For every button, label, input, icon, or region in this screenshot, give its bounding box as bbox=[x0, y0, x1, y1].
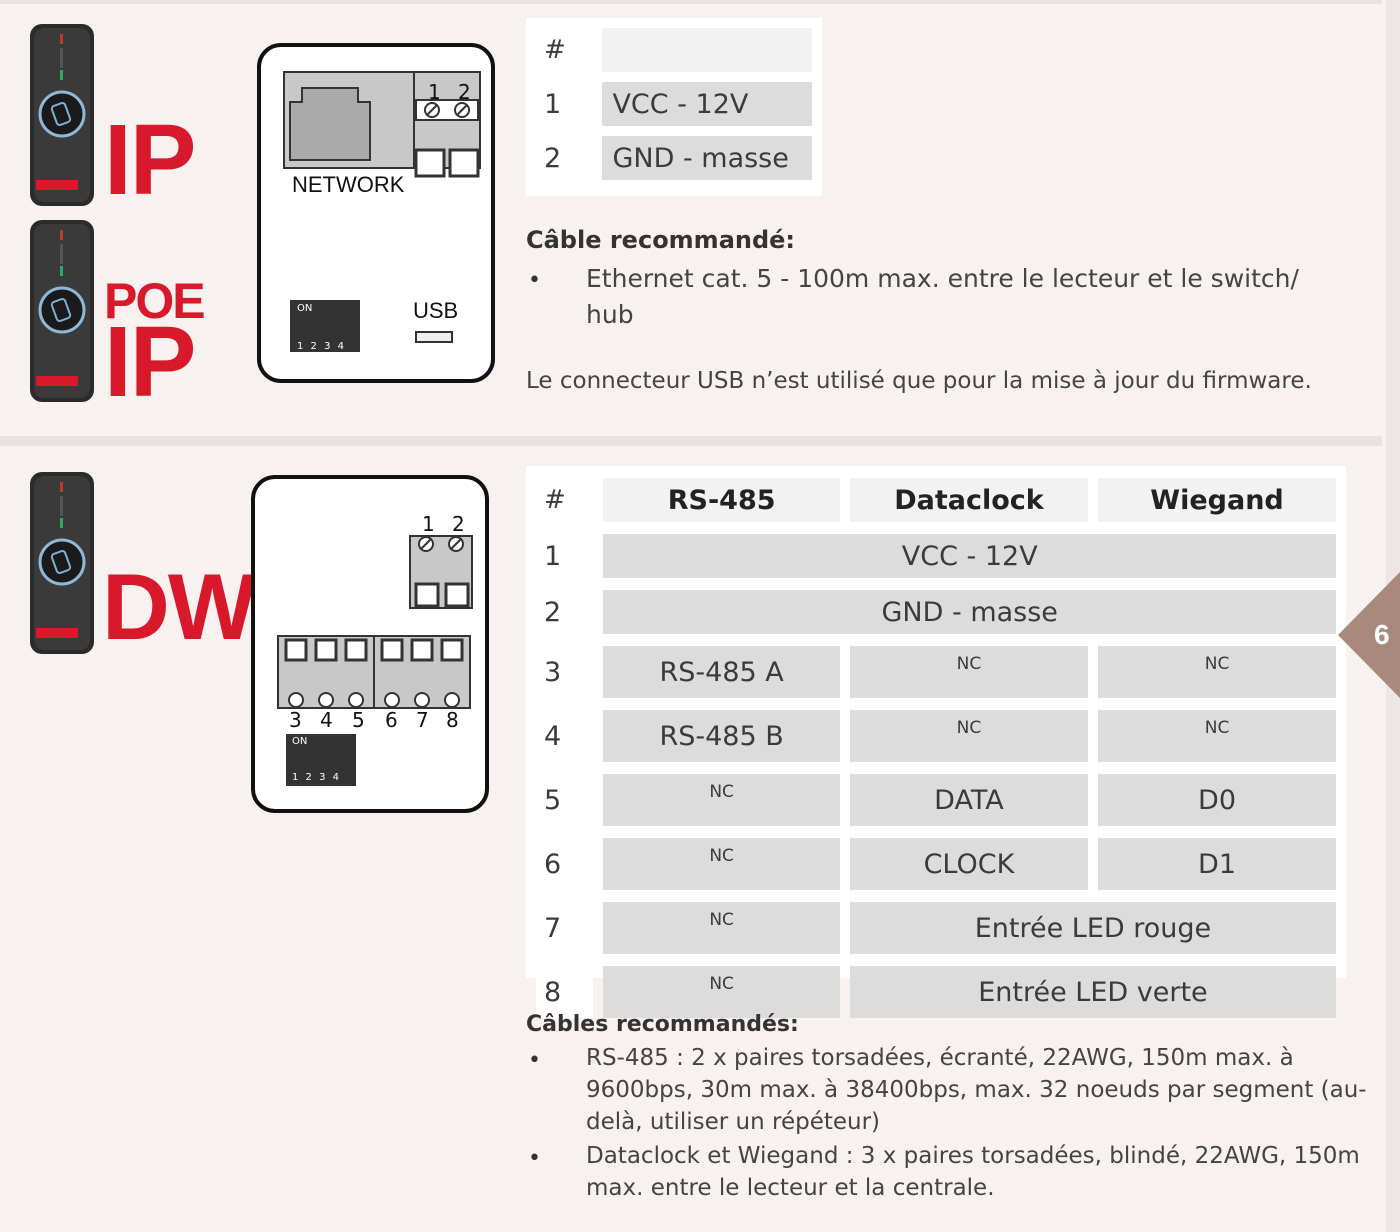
page-number-tab bbox=[1338, 572, 1400, 698]
bullet-icon: • bbox=[528, 1048, 541, 1073]
table-row: 5 NC DATA D0 bbox=[536, 774, 1336, 826]
cables-item-line: delà, utiliser un répéteur) bbox=[586, 1109, 881, 1135]
table-header-cell: Dataclock bbox=[849, 478, 1089, 522]
dw-wiring-diagram bbox=[251, 475, 489, 813]
pin-function: GND - masse bbox=[602, 136, 812, 180]
pin-function: NC bbox=[1098, 646, 1336, 698]
pin-function: NC bbox=[849, 646, 1089, 698]
table-row: 1 VCC - 12V bbox=[536, 534, 1336, 578]
network-label: NETWORK bbox=[292, 172, 405, 197]
dip-on-label: ON bbox=[292, 736, 308, 747]
cables-item-line: 9600bps, 30m max. à 38400bps, max. 32 no… bbox=[586, 1077, 1367, 1103]
table-header-cell: # bbox=[536, 28, 593, 72]
table-header-cell: Wiegand bbox=[1098, 478, 1336, 522]
pin-function: NC bbox=[603, 838, 840, 890]
pin-function: DATA bbox=[849, 774, 1089, 826]
table-row: 2 GND - masse bbox=[536, 590, 1336, 634]
usb-note: Le connecteur USB n’est utilisé que pour… bbox=[526, 368, 1312, 394]
pin-number: 2 bbox=[536, 136, 593, 180]
reader-device-icon bbox=[30, 472, 94, 654]
table-row: 2 GND - masse bbox=[536, 136, 812, 180]
pin-number: 1 bbox=[536, 534, 594, 578]
dw-pin-3: 3 bbox=[289, 708, 302, 732]
table-header-row: # bbox=[536, 28, 812, 72]
table-row: 3 RS-485 A NC NC bbox=[536, 646, 1336, 698]
bullet-icon: • bbox=[528, 268, 541, 293]
pin-function: NC bbox=[849, 710, 1089, 762]
dw-pin-table: # RS-485 Dataclock Wiegand 1 VCC - 12V 2… bbox=[526, 466, 1346, 1030]
reader-device-icon bbox=[30, 220, 94, 402]
dip-on-label: ON bbox=[297, 303, 313, 314]
pin-number: 3 bbox=[536, 646, 594, 698]
dip-numbers: 1 2 3 4 bbox=[297, 341, 346, 352]
pin-function: CLOCK bbox=[849, 838, 1089, 890]
pin-function: NC bbox=[603, 902, 840, 954]
table-row: 1 VCC - 12V bbox=[536, 82, 812, 126]
pin-number: 7 bbox=[536, 902, 594, 954]
pin-number: 5 bbox=[536, 774, 594, 826]
pin-function: NC bbox=[603, 966, 840, 1018]
table-header-cell: RS-485 bbox=[603, 478, 840, 522]
dw-pin-7: 7 bbox=[416, 708, 429, 732]
pin-function: D0 bbox=[1098, 774, 1336, 826]
pin-function: VCC - 12V bbox=[602, 82, 812, 126]
pin-function: GND - masse bbox=[603, 590, 1336, 634]
ip-wiring-diagram bbox=[257, 43, 495, 383]
dw-pin-8: 8 bbox=[446, 708, 459, 732]
dw-pin-4: 4 bbox=[320, 708, 333, 732]
pin-number: 4 bbox=[536, 710, 594, 762]
cable-heading: Câble recommandé: bbox=[526, 226, 796, 254]
page-number: 6 bbox=[1374, 619, 1390, 650]
dip-numbers: 1 2 3 4 bbox=[292, 772, 341, 783]
pin-function: NC bbox=[603, 774, 840, 826]
pin-number: 1 bbox=[536, 82, 593, 126]
table-row: 7 NC Entrée LED rouge bbox=[536, 902, 1336, 954]
dw-label: DW bbox=[102, 554, 257, 659]
pin-function: Entrée LED rouge bbox=[849, 902, 1336, 954]
table-header-cell: # bbox=[536, 478, 594, 522]
section-divider bbox=[0, 436, 1382, 446]
cables-heading: Câbles recommandés: bbox=[526, 1012, 799, 1037]
pin-function: RS-485 A bbox=[603, 646, 840, 698]
table-row: 6 NC CLOCK D1 bbox=[536, 838, 1336, 890]
dw-pin-5: 5 bbox=[352, 708, 365, 732]
table-row: 8 NC Entrée LED verte bbox=[536, 966, 1336, 1018]
cable-item-line: hub bbox=[586, 300, 634, 329]
table-row: 4 RS-485 B NC NC bbox=[536, 710, 1336, 762]
table-header-cell bbox=[602, 28, 812, 72]
table-header-row: # RS-485 Dataclock Wiegand bbox=[536, 478, 1336, 522]
ip-pin-table: # 1 VCC - 12V 2 GND - masse bbox=[526, 18, 822, 190]
pin-function: VCC - 12V bbox=[603, 534, 1336, 578]
cables-item-line: RS-485 : 2 x paires torsadées, écranté, … bbox=[586, 1045, 1294, 1071]
cables-item-line: max. entre le lecteur et la centrale. bbox=[586, 1175, 995, 1201]
dw-pin-table-panel: # RS-485 Dataclock Wiegand 1 VCC - 12V 2… bbox=[526, 466, 1346, 1018]
usb-label: USB bbox=[413, 298, 459, 323]
pin-number: 8 bbox=[536, 966, 594, 1018]
pin-function: Entrée LED verte bbox=[849, 966, 1336, 1018]
pin-function: NC bbox=[1098, 710, 1336, 762]
ip-pin-2: 2 bbox=[458, 80, 471, 104]
cable-item-line: Ethernet cat. 5 - 100m max. entre le lec… bbox=[586, 264, 1299, 293]
ip-pin-1: 1 bbox=[428, 80, 441, 104]
ip-label: IP bbox=[104, 104, 196, 216]
poe-ip-label: IP bbox=[104, 306, 196, 418]
cables-item-line: Dataclock et Wiegand : 3 x paires torsad… bbox=[586, 1143, 1360, 1169]
dw-pin-2: 2 bbox=[452, 512, 465, 536]
pin-number: 6 bbox=[536, 838, 594, 890]
poe-label: POE bbox=[104, 273, 206, 329]
pin-function: RS-485 B bbox=[603, 710, 840, 762]
pin-function: D1 bbox=[1098, 838, 1336, 890]
ip-pin-table-panel: # 1 VCC - 12V 2 GND - masse bbox=[526, 18, 822, 196]
reader-device-icon bbox=[30, 24, 94, 206]
dw-pin-1: 1 bbox=[422, 512, 435, 536]
bullet-icon: • bbox=[528, 1146, 541, 1171]
pin-number: 2 bbox=[536, 590, 594, 634]
dw-pin-6: 6 bbox=[385, 708, 398, 732]
top-divider bbox=[0, 0, 1382, 4]
